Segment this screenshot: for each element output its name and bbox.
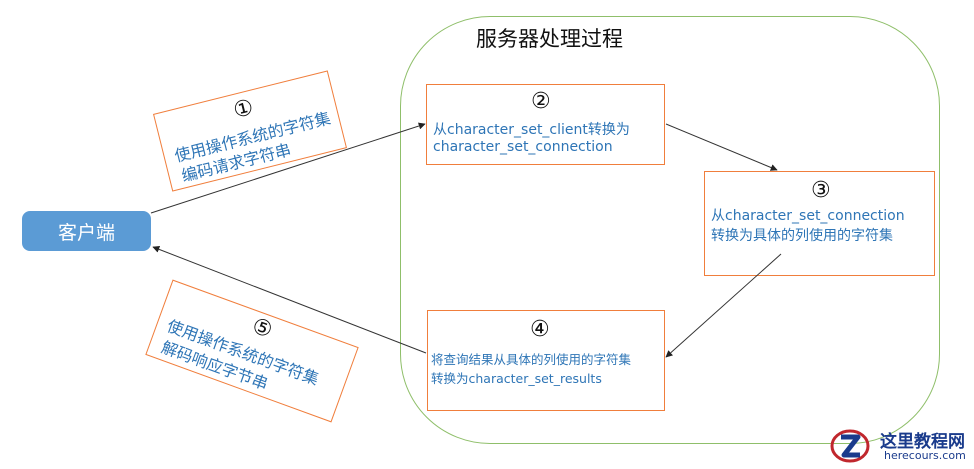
arrow-client-to-step-2	[150, 122, 426, 214]
step-3-number: ③	[811, 178, 831, 203]
watermark-url: herecours.com	[884, 449, 966, 462]
step-4-line-2: 转换为character_set_results	[431, 371, 602, 386]
watermark-logo: 这里教程网 herecours.com	[826, 424, 974, 469]
server-process-title: 服务器处理过程	[476, 27, 623, 51]
step-4-number: ④	[530, 317, 550, 342]
client-node: 客户端	[22, 211, 151, 251]
arrow-step-2-to-step-3	[665, 123, 778, 171]
step-3-line-1: 从character_set_connection	[711, 208, 905, 224]
step-4-box: ④ 将查询结果从具体的列使用的字符集 转换为character_set_resu…	[427, 310, 665, 411]
watermark-name: 这里教程网	[880, 432, 965, 452]
step-2-box: ② 从character_set_client转换为 character_set…	[426, 84, 665, 165]
z-logo-icon	[830, 429, 870, 463]
arrow-step-4-to-client	[152, 246, 427, 354]
step-2-number: ②	[531, 89, 551, 114]
server-process-container	[400, 16, 940, 444]
arrow-step-3-to-step-4	[665, 253, 782, 358]
step-2-line-2: character_set_connection	[433, 139, 613, 155]
step-3-box: ③ 从character_set_connection 转换为具体的列使用的字符…	[704, 171, 935, 276]
step-3-line-2: 转换为具体的列使用的字符集	[711, 228, 893, 244]
step-2-line-1: 从character_set_client转换为	[433, 122, 630, 138]
step-4-line-1: 将查询结果从具体的列使用的字符集	[431, 352, 632, 367]
client-label: 客户端	[57, 221, 115, 244]
